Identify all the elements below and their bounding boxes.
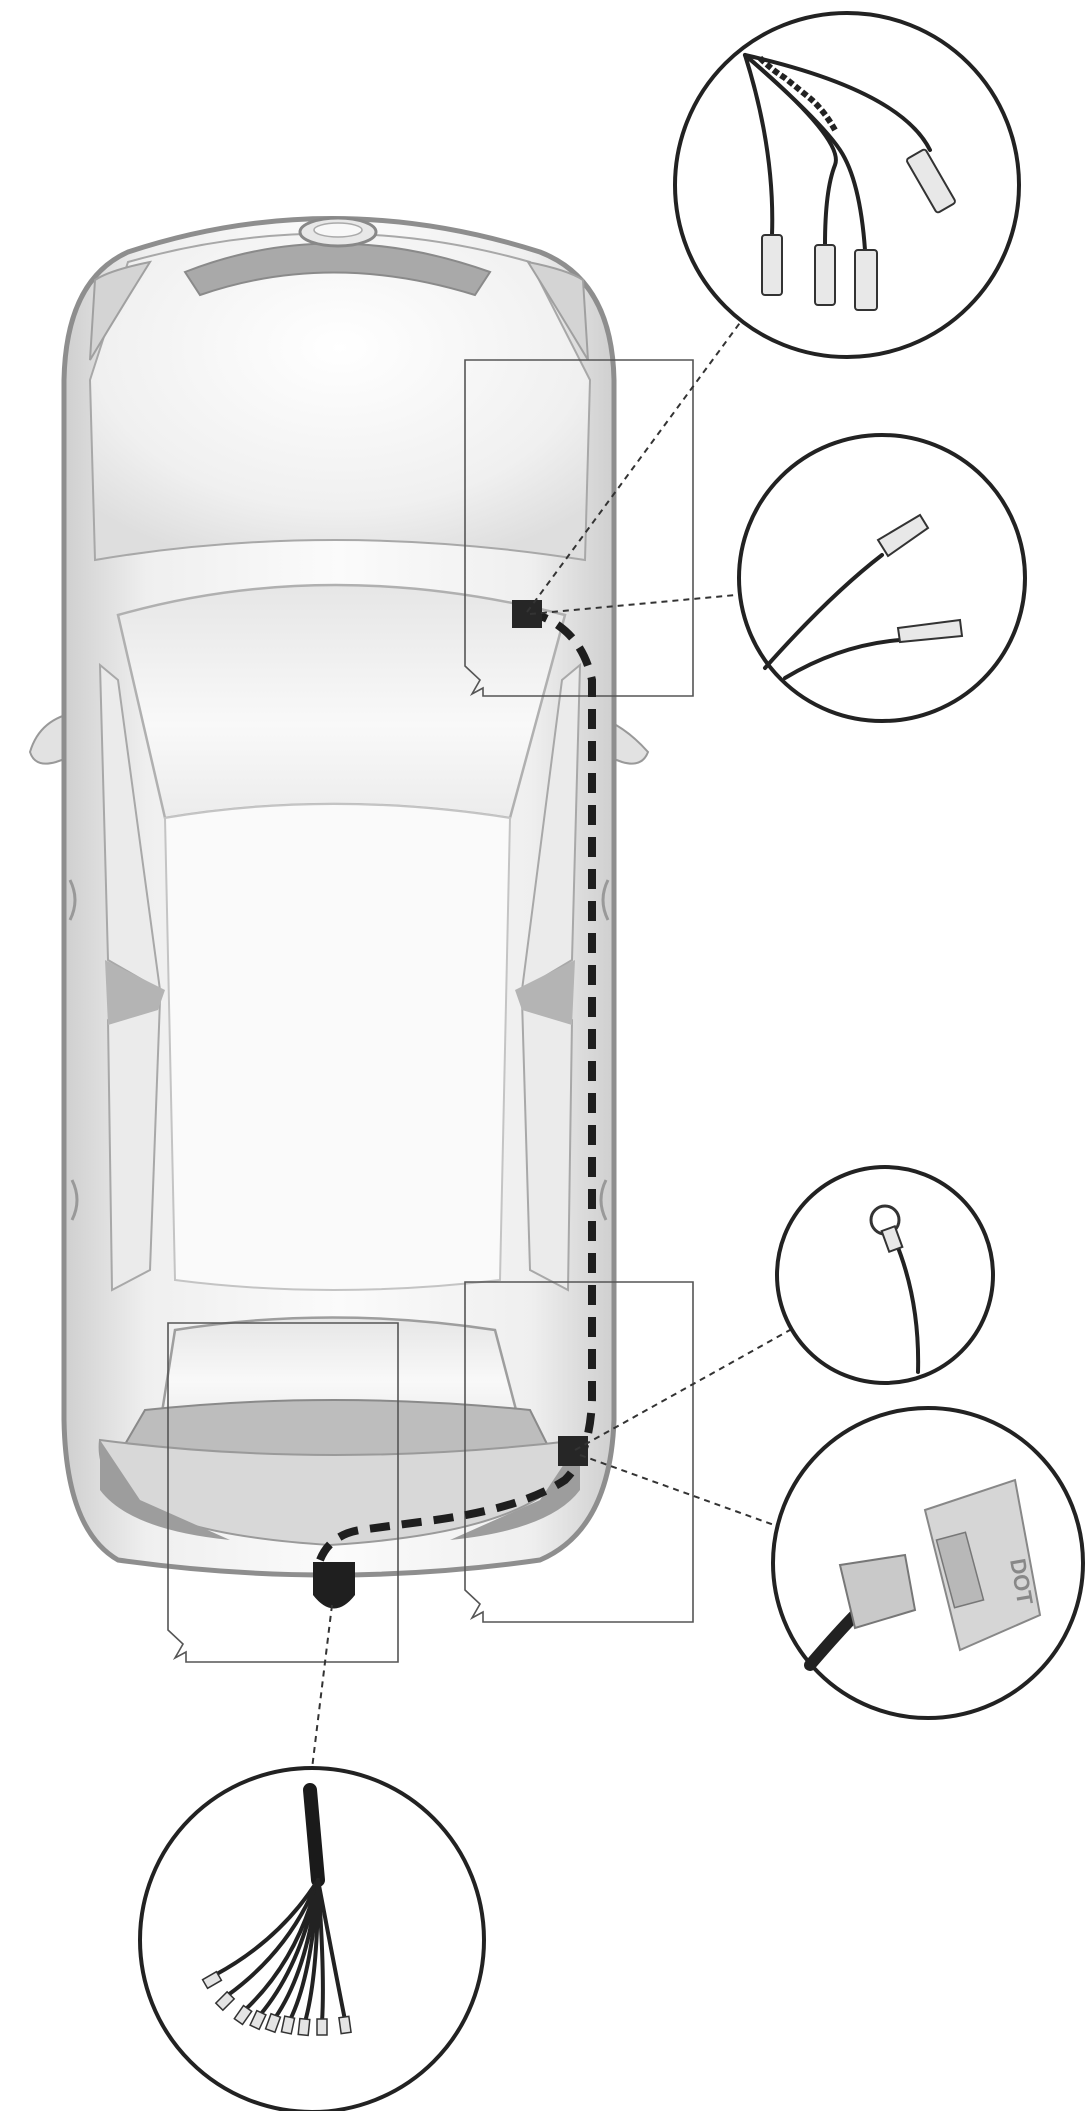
wire-loom-icon — [201, 1878, 352, 2037]
detail-multipin-connector: DOT — [771, 1406, 1085, 1720]
detail-frames — [167, 359, 694, 1663]
cable-route — [316, 608, 596, 1562]
windshield — [116, 583, 567, 820]
left-headlight — [89, 260, 153, 361]
left-pillar — [105, 960, 165, 1025]
detail-bullet-connectors — [673, 11, 1021, 359]
right-headlight — [525, 260, 589, 361]
wire-3 — [743, 53, 867, 252]
badge-inner — [313, 222, 363, 238]
front-grille — [183, 242, 492, 297]
socket-marker — [313, 1562, 355, 1609]
right-door-handle-front — [601, 879, 610, 921]
wire-1 — [743, 53, 775, 237]
detail-ring-terminal — [775, 1165, 995, 1385]
car-body — [28, 216, 650, 1578]
right-pillar — [515, 960, 575, 1025]
spade-terminal-icon — [761, 148, 956, 311]
left-door-handle-front — [68, 879, 77, 921]
rear-junction-marker — [558, 1436, 588, 1466]
right-door-handle-rear — [599, 1179, 608, 1221]
detail-circle-3 — [775, 1165, 995, 1385]
left-door-handle-rear — [70, 1179, 79, 1221]
frame-front-right — [464, 359, 694, 697]
right-window-rear — [520, 998, 574, 1292]
roof — [163, 803, 512, 1291]
callout-lines — [309, 319, 791, 1786]
plug-terminal-icon — [876, 513, 964, 644]
detail-circle-2 — [737, 433, 1027, 723]
callout-to-flat-terminals — [529, 594, 737, 615]
callout-to-bullet-connectors — [526, 319, 743, 613]
right-taillight — [450, 1440, 580, 1540]
ring-terminal-icon — [869, 1204, 904, 1254]
callout-to-multipin — [579, 1454, 775, 1526]
wire-6 — [783, 638, 902, 680]
detail-circle-4 — [771, 1406, 1085, 1720]
callout-to-wire-loom — [309, 1604, 333, 1786]
twisted-pair — [757, 55, 838, 132]
multipin-connector-icon: DOT — [838, 1478, 1042, 1652]
detail-flat-terminals — [737, 433, 1027, 723]
left-taillight — [100, 1440, 230, 1540]
front-junction-marker — [512, 600, 542, 628]
hood — [88, 232, 592, 562]
wire-5 — [763, 553, 884, 670]
callout-to-ring-terminal — [574, 1329, 791, 1451]
detail-wire-loom — [138, 1766, 486, 2111]
wire-7 — [893, 1238, 921, 1374]
frame-rear-right — [464, 1281, 694, 1623]
detail-circle-1 — [673, 11, 1021, 359]
wire-4 — [743, 53, 932, 152]
frame-rear-center — [167, 1322, 399, 1663]
loom-sheath — [303, 1783, 325, 1887]
